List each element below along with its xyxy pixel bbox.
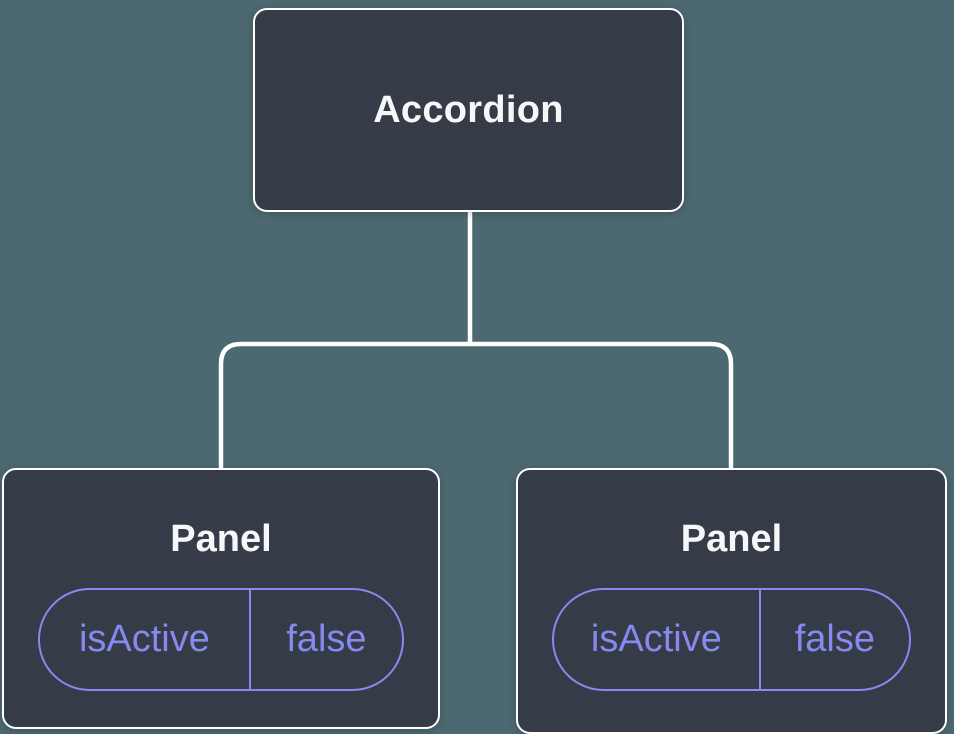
state-pill: isActive false bbox=[552, 588, 911, 691]
component-node-panel-right: Panel isActive false bbox=[516, 468, 947, 734]
component-node-accordion: Accordion bbox=[253, 8, 684, 212]
connector-bracket bbox=[218, 341, 734, 470]
panel-node-label: Panel bbox=[170, 518, 272, 560]
component-node-panel-left: Panel isActive false bbox=[2, 468, 440, 729]
state-value: false bbox=[286, 618, 367, 660]
state-pill: isActive false bbox=[38, 588, 404, 691]
state-name: isActive bbox=[554, 590, 761, 689]
state-value: false bbox=[794, 618, 875, 660]
panel-node-label: Panel bbox=[680, 518, 783, 560]
state-name: isActive bbox=[40, 590, 251, 689]
accordion-node-label: Accordion bbox=[373, 88, 564, 131]
